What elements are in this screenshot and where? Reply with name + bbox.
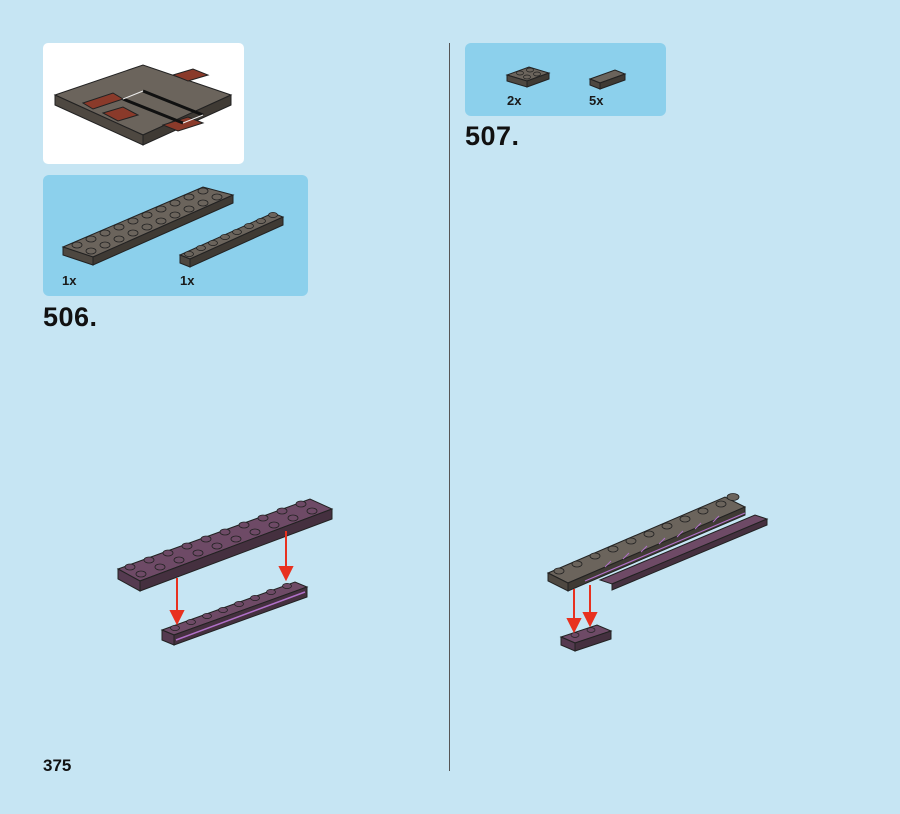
parts-callout-507: 2x 5x: [465, 43, 666, 116]
part-plate-2x2-image: [505, 66, 551, 88]
part-plate-1x8-image: [178, 212, 285, 268]
parts-callout-506: 1x 1x: [43, 175, 308, 296]
step-number-506: 506.: [43, 302, 98, 332]
part-qty-label: 1x: [180, 273, 195, 288]
reference-model-image: [53, 64, 233, 146]
part-tile-1x2-image: [588, 69, 627, 90]
part-qty-label: 5x: [589, 93, 604, 108]
part-plate-2x10-image: [61, 186, 235, 266]
step-507-assembly-image: [546, 493, 769, 652]
part-qty-label: 1x: [62, 273, 77, 288]
part-qty-label: 2x: [507, 93, 522, 108]
page-number: 375: [43, 756, 72, 775]
step-506-assembly-image: [116, 498, 334, 646]
page-divider: [449, 43, 450, 771]
step-number-507: 507.: [465, 121, 520, 151]
reference-model-thumbnail: [43, 43, 244, 164]
